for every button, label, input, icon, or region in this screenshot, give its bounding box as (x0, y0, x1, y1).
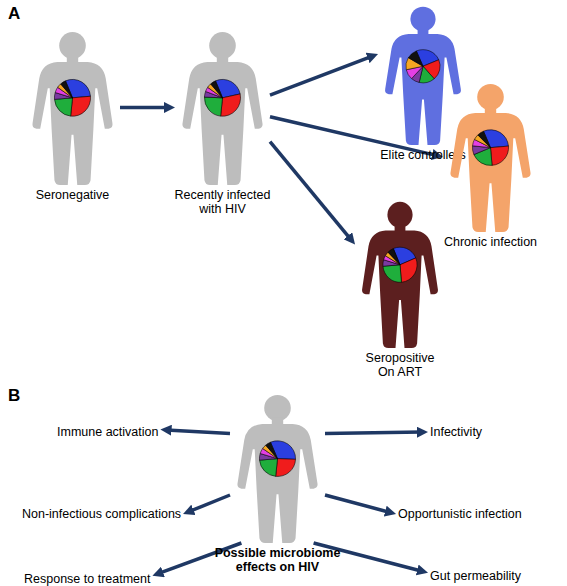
pie-slice (383, 265, 402, 283)
pie-slice (408, 51, 423, 66)
pie-slice (211, 81, 223, 98)
microbiome-pie (259, 441, 295, 477)
microbiome-pie (383, 247, 417, 282)
person-body (385, 34, 461, 145)
pie-slice (55, 98, 73, 116)
person-body (182, 62, 262, 185)
person-head (477, 84, 504, 110)
pie-slice (266, 442, 278, 458)
pie-slice (388, 249, 400, 265)
text-holder: Possible microbiome effects on HIV (208, 546, 348, 574)
person-figure: Elite controllers (378, 5, 468, 145)
arrow-connector (166, 430, 230, 434)
person-silhouette (175, 30, 270, 185)
outcome-label-box: Immune activation (55, 424, 160, 440)
figure-caption: Elite controllers (363, 148, 483, 162)
pie-slice (260, 459, 278, 477)
outcome-label: Response to treatment (24, 572, 150, 586)
outcome-label-box: Gut permeability (428, 568, 523, 584)
person-silhouette (355, 200, 445, 348)
text-holder: Elite controllers (363, 148, 483, 162)
pie-slice (478, 131, 491, 147)
figure-caption: Recently infected with HIV (167, 188, 279, 216)
outcome-label: Immune activation (57, 425, 158, 439)
outcome-label: Non-infectious complications (22, 507, 181, 521)
panel-letter: B (8, 386, 20, 406)
arrow-connector (189, 495, 230, 512)
outcome-label: Infectivity (430, 425, 482, 439)
figure-caption: Seropositive On ART (359, 351, 441, 379)
text-holder: Response to treatment (24, 572, 150, 586)
pie-slice (71, 96, 91, 116)
person-figure: Seropositive On ART (355, 200, 445, 348)
person-silhouette (378, 5, 468, 145)
arrow-connector (325, 432, 422, 433)
person-head (264, 395, 291, 421)
figure-caption: Chronic infection (431, 235, 551, 249)
pie-slice (400, 258, 417, 282)
outcome-label-box: Infectivity (428, 424, 484, 440)
text-holder: Recently infected with HIV (167, 188, 279, 216)
arrow-connector (270, 56, 372, 95)
arrow-connector (120, 106, 169, 110)
person-head (387, 202, 412, 228)
microbiome-pie (204, 79, 240, 116)
figure-caption: Seronegative (13, 188, 133, 202)
panel-letter: A (8, 4, 20, 24)
outcome-label: Gut permeability (430, 569, 521, 583)
outcome-label-box: Non-infectious complications (20, 506, 183, 522)
person-figure: Recently infected with HIV (175, 30, 270, 185)
pie-slice (204, 97, 222, 116)
person-silhouette (25, 30, 120, 185)
person-silhouette (230, 393, 325, 543)
text-holder: Non-infectious complications (22, 507, 181, 521)
person-head (59, 32, 86, 59)
text-holder: Immune activation (57, 425, 158, 439)
person-body (237, 424, 317, 543)
person-figure: Chronic infection (443, 82, 538, 232)
person-silhouette (443, 82, 538, 232)
arrow-connector (270, 142, 351, 240)
figure-caption: Possible microbiome effects on HIV (208, 546, 348, 574)
pie-slice (491, 146, 509, 165)
person-figure: Seronegative (25, 30, 120, 185)
person-head (410, 7, 435, 32)
microbiome-pie (472, 130, 508, 166)
person-body (32, 62, 112, 185)
arrow-connector (325, 495, 390, 512)
outcome-label-box: Opportunistic infection (396, 506, 524, 522)
microbiome-pie (54, 79, 90, 116)
text-holder: Gut permeability (430, 569, 521, 583)
outcome-label-box: Response to treatment (22, 571, 152, 586)
pie-slice (221, 94, 241, 116)
text-holder: Infectivity (430, 425, 482, 439)
text-holder: Seropositive On ART (359, 351, 441, 379)
text-holder: Opportunistic infection (398, 507, 522, 521)
person-head (209, 32, 236, 59)
text-holder: Chronic infection (431, 235, 551, 249)
outcome-label: Opportunistic infection (398, 507, 522, 521)
person-figure: Possible microbiome effects on HIV (230, 393, 325, 543)
person-body (450, 113, 530, 232)
person-body (362, 231, 438, 348)
microbiome-pie (406, 50, 440, 83)
pie-slice (61, 81, 73, 98)
text-holder: Seronegative (13, 188, 133, 202)
pie-slice (276, 459, 296, 477)
